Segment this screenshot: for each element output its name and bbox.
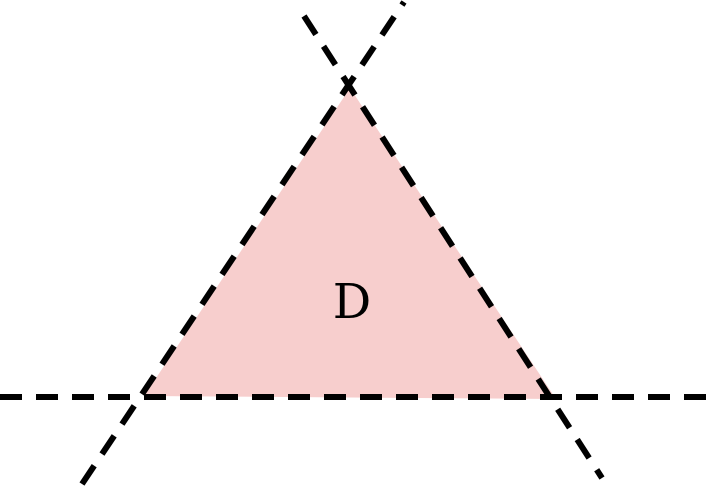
shaded-triangle-region bbox=[144, 88, 556, 399]
right-dashed-line bbox=[301, 14, 605, 480]
region-label: D bbox=[333, 274, 371, 330]
